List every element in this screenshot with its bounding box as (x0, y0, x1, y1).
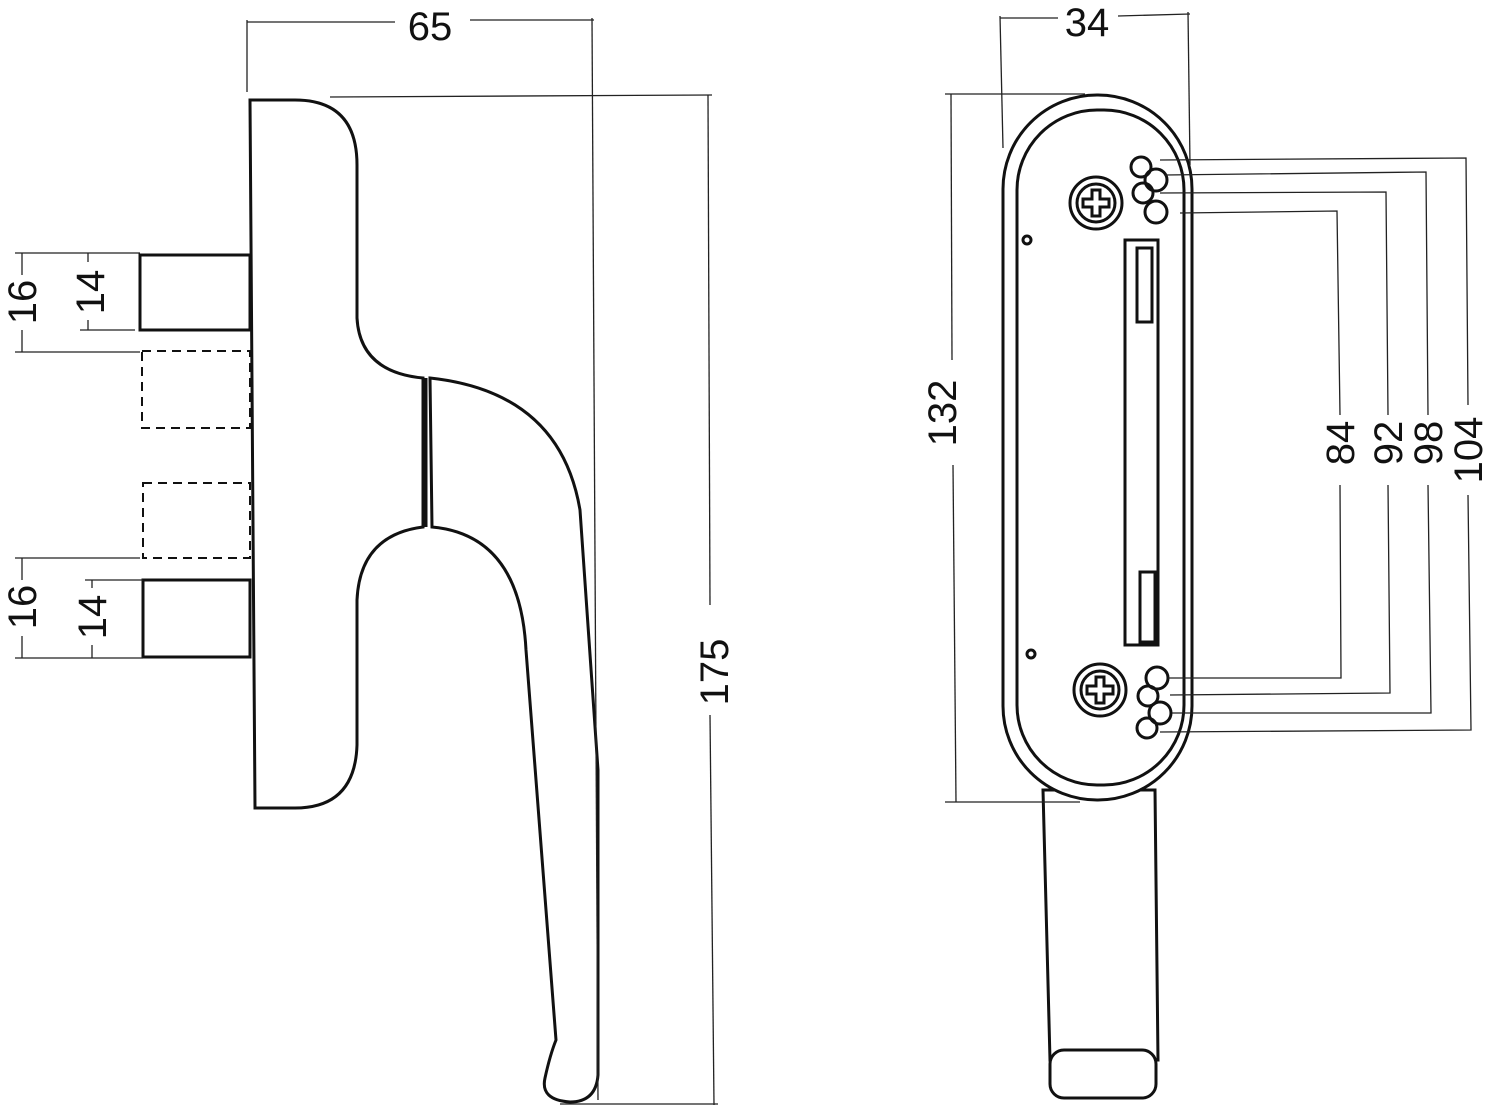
screw-bottom (1072, 662, 1128, 718)
spindle-solid-upper (138, 253, 252, 332)
slot-bottom (1138, 570, 1157, 644)
holes-top (1129, 155, 1169, 225)
spacing-label-98: 98 (1407, 421, 1451, 466)
dimension-175: 175 (329, 94, 737, 1106)
spacing-label-104: 104 (1447, 417, 1489, 484)
dimension-132: 132 (921, 93, 1085, 803)
spacing-label-84: 84 (1319, 421, 1363, 466)
width-label: 65 (408, 5, 453, 49)
front-height-label: 132 (921, 380, 965, 447)
dimension-hole-spacing: 84 92 98 104 (1159, 157, 1489, 733)
slot-outer (1123, 238, 1160, 647)
spacing-label-92: 92 (1367, 421, 1411, 466)
screw-top (1068, 175, 1124, 231)
holes-bottom (1135, 665, 1173, 740)
spindle-dashed-upper (141, 350, 251, 429)
front-width-label: 34 (1065, 1, 1110, 45)
handle-lever (428, 376, 600, 1104)
spindle-solid-lower (141, 578, 252, 659)
upper-outer-label: 16 (1, 280, 45, 325)
pin-hole-bottom (1025, 648, 1037, 660)
dimension-65: 65 (246, 5, 599, 1101)
height-label: 175 (693, 639, 737, 706)
rose-plate-outer (1001, 93, 1194, 802)
base-plate (248, 98, 425, 810)
lever-shank (1041, 788, 1160, 1062)
upper-inner-label: 14 (69, 270, 113, 315)
dimension-34: 34 (999, 1, 1191, 166)
lever-tip (1048, 1048, 1158, 1100)
front-view: 34 132 84 92 98 104 (921, 1, 1489, 1100)
spindle-dashed-lower (142, 482, 251, 559)
dimension-upper-spindle: 16 14 (1, 252, 140, 353)
cross-head-icon (1085, 675, 1115, 705)
rose-plate-inner (1015, 108, 1186, 787)
pin-hole-top (1021, 234, 1033, 246)
lower-inner-label: 14 (71, 595, 115, 640)
side-view: 65 175 16 14 (1, 5, 737, 1106)
cross-head-icon (1081, 188, 1111, 218)
lower-outer-label: 16 (1, 585, 45, 630)
dimension-lower-spindle: 16 14 (1, 557, 143, 659)
slot-top (1135, 246, 1154, 324)
